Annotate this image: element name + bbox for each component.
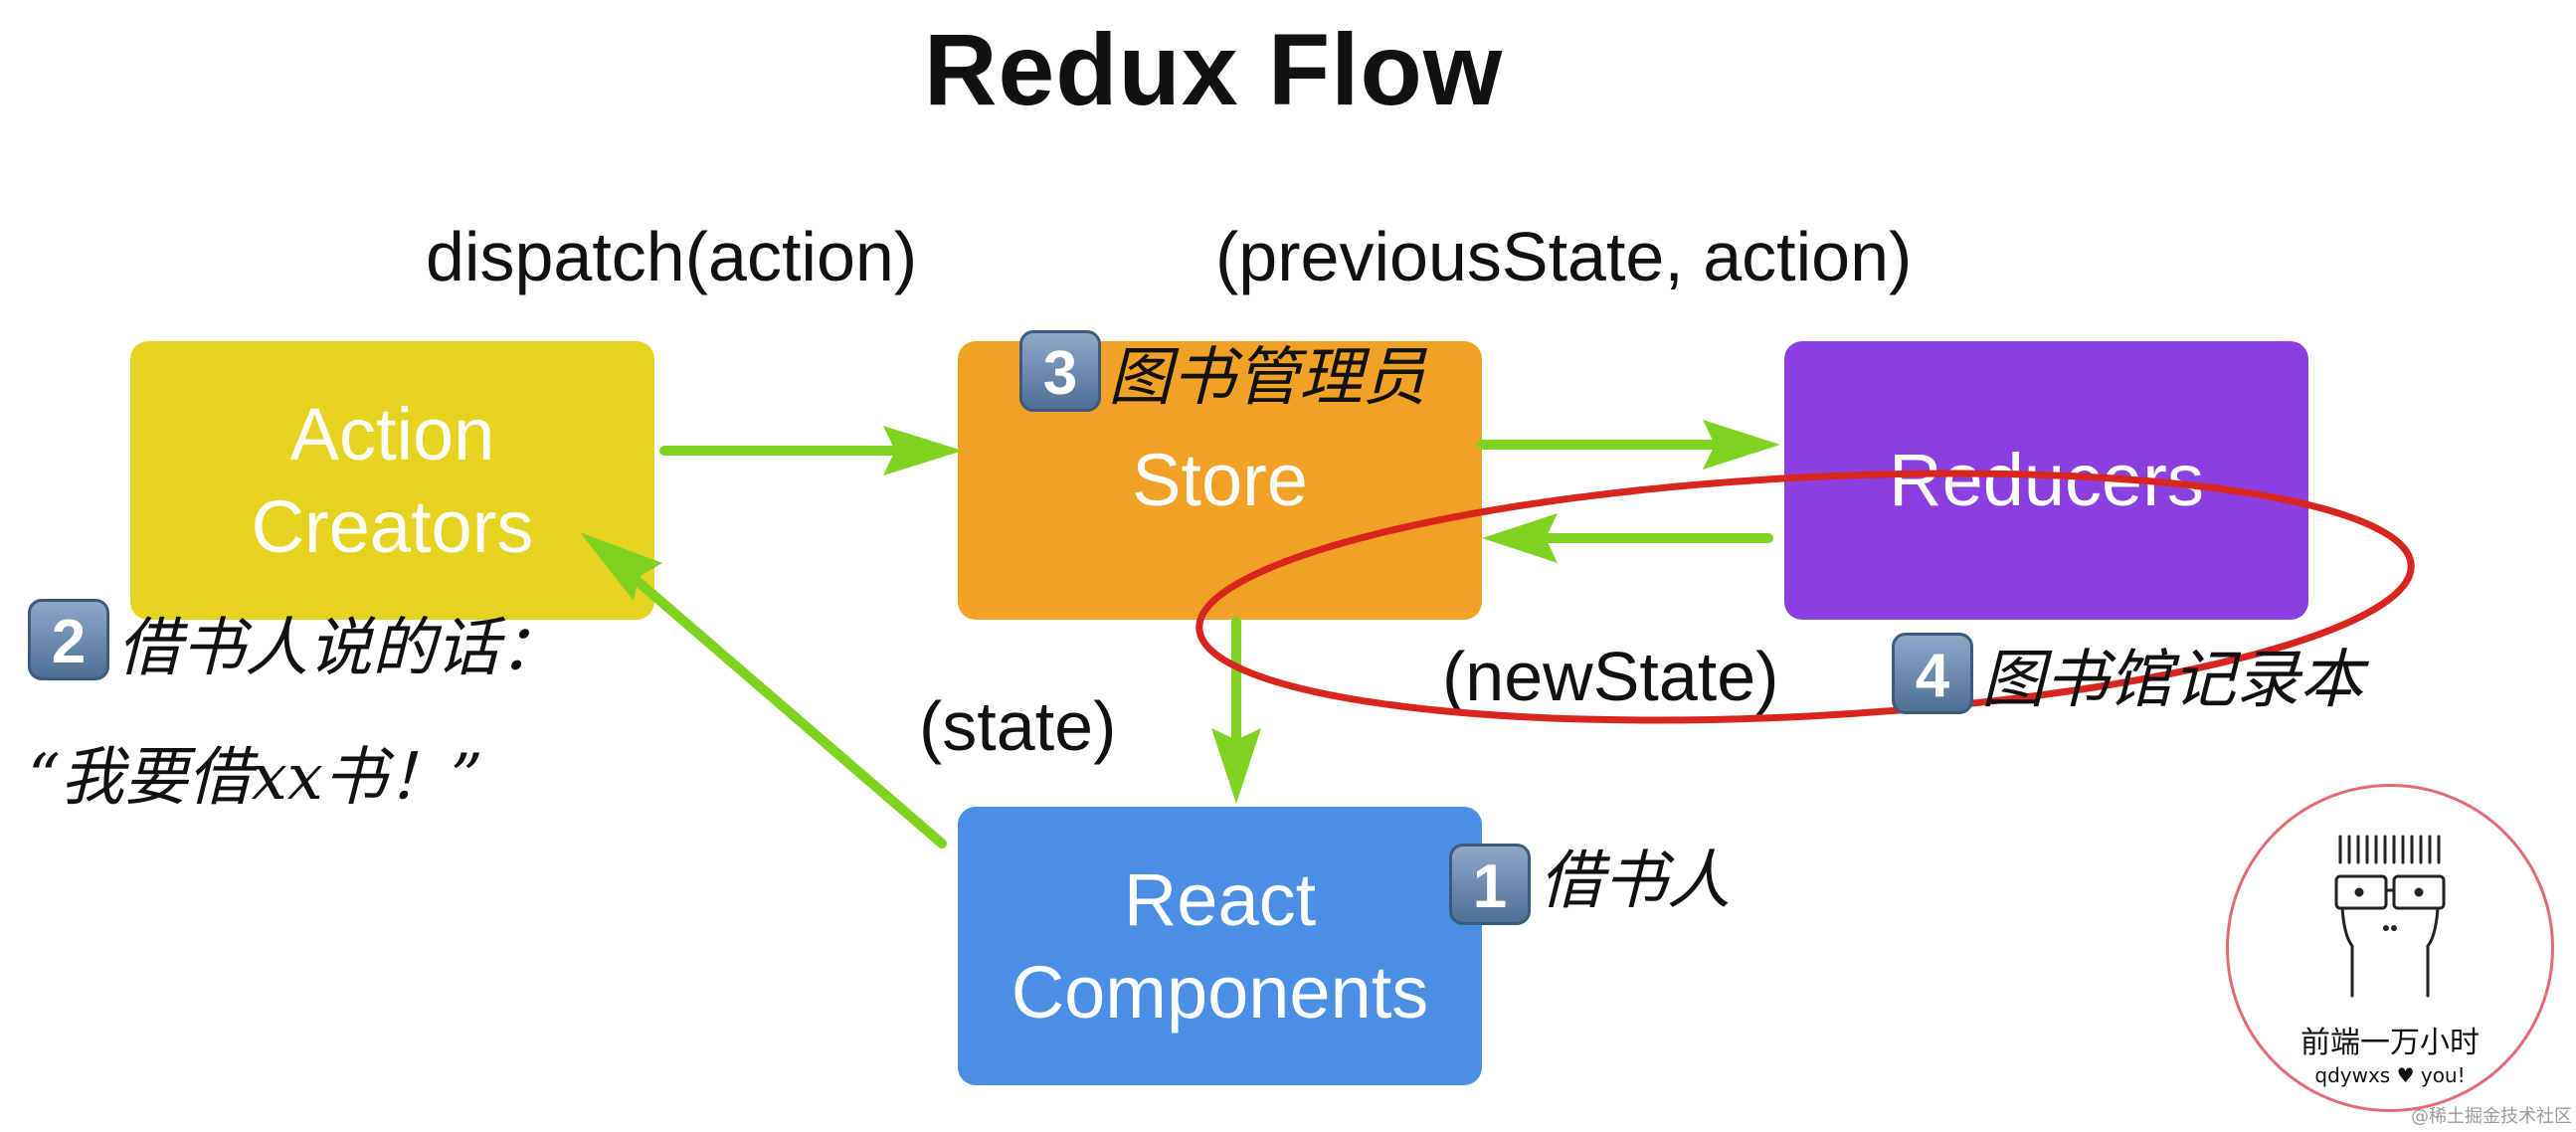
action-creators-box: Action Creators: [130, 341, 654, 620]
dispatch-label: dispatch(action): [426, 218, 918, 295]
diagram-title: Redux Flow: [923, 13, 1504, 126]
logo-subtitle: qdywxs ♥ you!: [2314, 1063, 2466, 1087]
annotation-borrower: 借书人: [1540, 845, 1731, 918]
badge-4-icon: 4: [1892, 633, 1973, 714]
store-label: Store: [1132, 439, 1308, 522]
highlight-ellipse: [1196, 470, 2415, 724]
arrow-react-to-action: [628, 572, 947, 849]
arrow-reducers-to-store-head: [1482, 513, 1558, 563]
action-creators-line2: Creators: [251, 485, 534, 568]
author-logo: 前端一万小时 qdywxs ♥ you!: [2226, 784, 2554, 1112]
annotation-librarian: 图书管理员: [1108, 341, 1426, 415]
arrow-store-to-reducers-head: [1703, 420, 1780, 470]
logo-name: 前端一万小时: [2300, 1026, 2480, 1060]
react-components-line1: React: [1123, 857, 1317, 941]
badge-2-icon: 2: [28, 599, 109, 680]
watermark: @稀土掘金技术社区: [2411, 1106, 2572, 1127]
annotation-library-record: 图书馆记录本: [1981, 644, 2363, 717]
state-label: (state): [919, 687, 1117, 765]
annotation-borrower-quote: “我要借xx书！”: [28, 741, 483, 815]
react-components-line2: Components: [1011, 951, 1429, 1034]
reducer-args-label: (previousState, action): [1215, 218, 1913, 295]
action-creators-line1: Action: [289, 392, 495, 475]
annotation-borrower-words: 借书人说的话：: [117, 612, 563, 685]
reducers-box: Reducers: [1784, 341, 2308, 620]
new-state-label: (newState): [1442, 638, 1779, 715]
arrow-store-to-react-head: [1211, 728, 1261, 804]
arrow-action-to-store-head: [883, 426, 963, 475]
react-components-box: React Components: [958, 807, 1482, 1085]
arrow-react-to-action-head: [580, 532, 662, 601]
badge-1-icon: 1: [1449, 844, 1531, 925]
badge-3-icon: 3: [1019, 330, 1101, 412]
character-icon: [2334, 835, 2446, 998]
